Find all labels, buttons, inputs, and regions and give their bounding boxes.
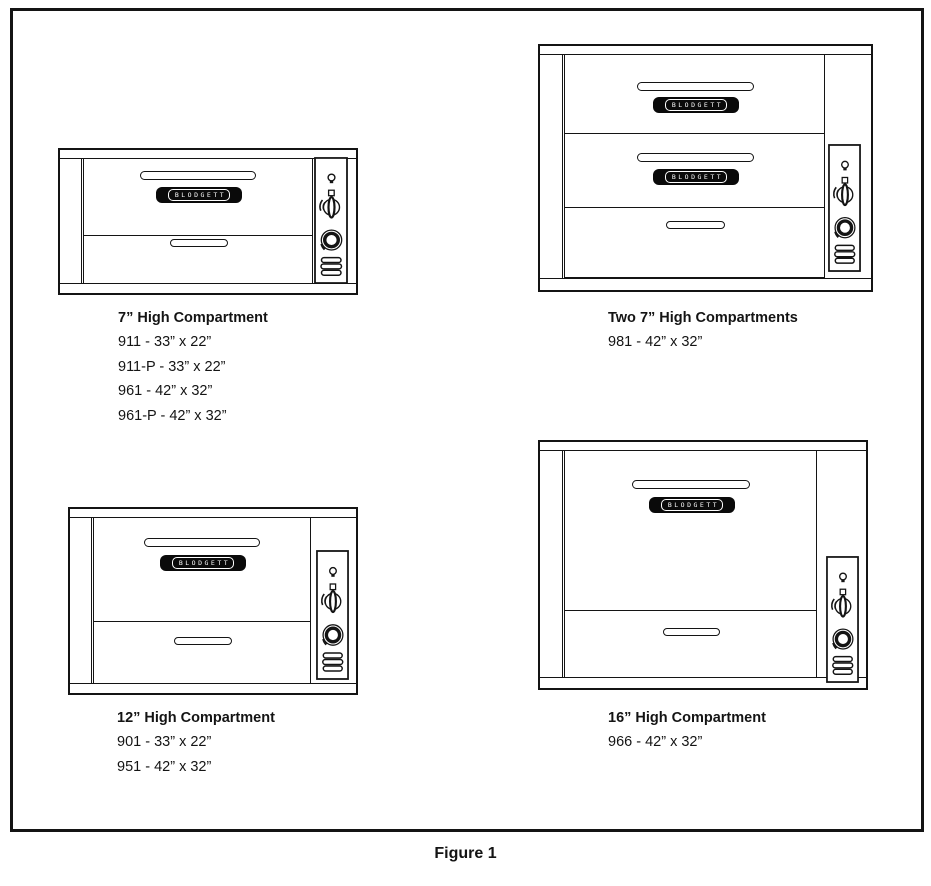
oven-door: BLODGETT BLODGETT [564,54,825,278]
oven-diagram-12in: BLODGETT [68,507,358,695]
vent-icon [322,652,344,672]
thermostat-dial-icon [322,624,344,646]
left-column-line [562,450,563,678]
label-group-two-7in: Two 7” High Compartments 981 - 42” x 32” [608,306,798,355]
brand-nameplate-text: BLODGETT [664,99,728,111]
model-size-line: 961-P - 42” x 32” [118,407,227,424]
model-size-line: 981 - 42” x 32” [608,334,703,351]
bottom-rail [540,278,871,279]
vent-icon [320,256,343,276]
model-group-title: 12” High Compartment [117,710,275,726]
light-bulb-icon [839,572,847,583]
brand-nameplate-text: BLODGETT [664,171,728,183]
figure-caption: Figure 1 [434,845,497,862]
toggle-knob-icon [831,588,852,618]
toggle-knob-icon [833,176,854,207]
brand-nameplate: BLODGETT [649,497,735,513]
thermostat-dial-icon [834,217,856,239]
oven-diagram-two-7in: BLODGETT BLODGETT [538,44,873,292]
oven-door: BLODGETT [83,158,313,284]
label-group-7in: 7” High Compartment 911 - 33” x 22” 911-… [118,306,268,428]
model-size-line: 961 - 42” x 32” [118,383,213,400]
brand-nameplate-text: BLODGETT [171,557,235,569]
model-size-line: 966 - 42” x 32” [608,734,703,751]
oven-door: BLODGETT [564,450,817,678]
control-panel [314,157,348,284]
vent-icon [834,244,856,264]
control-panel [826,556,859,683]
model-group-title: Two 7” High Compartments [608,310,798,326]
door-handle [637,82,754,91]
door-handle [632,480,750,489]
model-group-title: 16” High Compartment [608,710,766,726]
control-panel [828,144,861,272]
light-bulb-icon [327,173,336,184]
oven-diagram-7in: BLODGETT [58,148,358,295]
control-panel [316,550,349,680]
label-group-16in: 16” High Compartment 966 - 42” x 32” [608,706,766,755]
brand-nameplate: BLODGETT [653,97,739,113]
brand-nameplate: BLODGETT [160,555,246,571]
compartment-divider [565,207,824,208]
door-handle [140,171,256,180]
model-size-line: 911-P - 33” x 22” [118,358,226,375]
compartment-divider [565,610,816,611]
vent-icon [832,655,854,675]
model-size-line: 951 - 42” x 32” [117,758,212,775]
model-group-title: 7” High Compartment [118,310,268,326]
brand-nameplate: BLODGETT [156,187,242,203]
left-column-line [562,54,563,279]
oven-diagram-16in: BLODGETT [538,440,868,690]
compartment-divider [565,133,824,134]
light-bulb-icon [329,566,337,577]
toggle-knob-icon [319,189,341,219]
brand-nameplate: BLODGETT [653,169,739,185]
model-size-line: 911 - 33” x 22” [118,334,212,351]
compartment-divider [84,235,312,236]
drawer-handle [170,239,228,247]
brand-nameplate-text: BLODGETT [167,189,231,201]
door-handle [637,153,754,162]
left-column-line [91,517,92,684]
brand-nameplate-text: BLODGETT [660,499,724,511]
thermostat-dial-icon [832,628,854,650]
label-group-12in: 12” High Compartment 901 - 33” x 22” 951… [117,706,275,779]
oven-door: BLODGETT [93,517,311,684]
door-handle [144,538,260,547]
light-bulb-icon [841,160,849,171]
model-size-line: 901 - 33” x 22” [117,734,212,751]
left-column-line [81,158,82,284]
drawer-handle [666,221,725,229]
thermostat-dial-icon [320,229,343,251]
drawer-handle [663,628,720,636]
toggle-knob-icon [321,583,342,614]
drawer-handle [174,637,232,645]
compartment-divider [94,621,310,622]
